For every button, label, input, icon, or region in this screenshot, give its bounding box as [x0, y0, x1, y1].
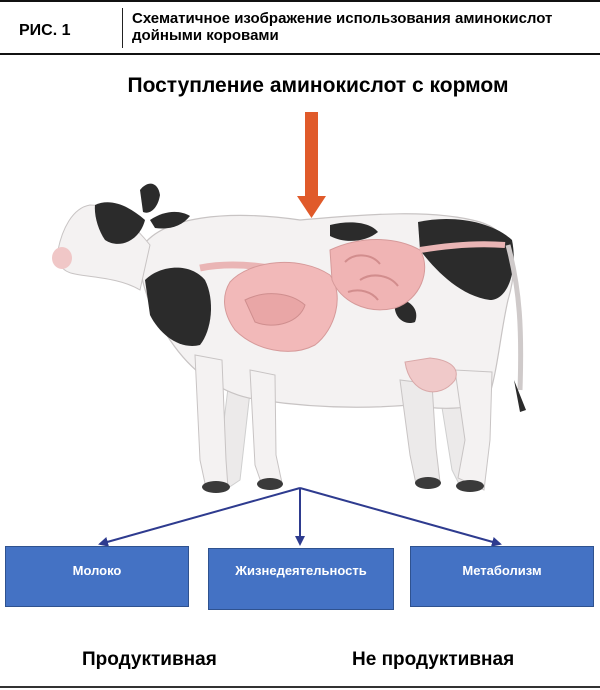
branch-arrows	[98, 487, 502, 547]
output-box-vital-activity: Жизнедеятельность	[208, 548, 394, 610]
figure-header: РИС. 1 Схематичное изображение использов…	[0, 0, 600, 55]
productive-label: Продуктивная	[82, 649, 217, 670]
feed-input-label: Поступление аминокислот с кормом	[127, 74, 509, 97]
feed-input-arrow	[297, 112, 326, 218]
figure-caption: Схематичное изображение использования ам…	[132, 10, 553, 44]
non-productive-label: Не продуктивная	[352, 649, 515, 670]
figure-label: РИС. 1	[19, 22, 71, 39]
cow-illustration	[52, 183, 526, 493]
output-box-milk: Молоко	[5, 546, 189, 607]
output-label-metabolism: Метаболизм	[462, 563, 542, 578]
output-label-milk: Молоко	[72, 563, 122, 578]
header-divider	[122, 8, 123, 48]
arrow-to-metabolism	[299, 487, 502, 547]
footer-divider	[0, 686, 600, 688]
output-label-vital-activity: Жизнедеятельность	[235, 563, 367, 578]
output-box-metabolism: Метаболизм	[410, 546, 594, 607]
arrow-to-milk	[98, 487, 301, 547]
